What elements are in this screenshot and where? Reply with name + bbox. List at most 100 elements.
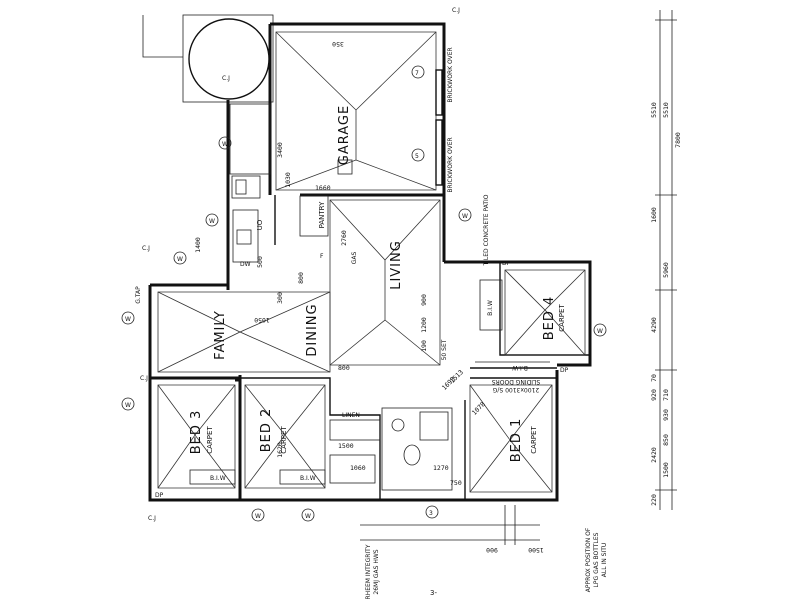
dim-1030: 1030: [284, 172, 292, 188]
dp-label-1: DP: [155, 492, 164, 499]
dim-1078: 1078: [470, 400, 487, 417]
dim-300: 300: [276, 292, 284, 304]
marker-w-1: W: [222, 141, 228, 148]
wall-markers: [121, 65, 607, 522]
marker-w-7: W: [305, 513, 311, 520]
room-bed4: BED 4: [542, 296, 557, 341]
gas-bottles-label-3: ALL IN SITU: [601, 543, 608, 578]
marker-w-4: W: [125, 316, 131, 323]
dim-1200: 1200: [420, 317, 428, 333]
cj-label-4: C.J: [148, 515, 156, 522]
page-mark: 3-: [430, 589, 437, 597]
dim-4290: 4290: [650, 317, 658, 333]
dim-1660: 1660: [315, 184, 331, 192]
dp-label-3: DP: [502, 260, 511, 267]
f-label: F: [320, 253, 324, 260]
dim-1400: 1400: [194, 237, 202, 253]
room-pantry: PANTRY: [318, 201, 326, 228]
marker-w-3: W: [177, 256, 183, 263]
gas-label: GAS: [351, 252, 358, 265]
room-living: LIVING: [389, 240, 404, 290]
room-bed3-carpet: CARPET: [206, 426, 214, 454]
dim-920: 920: [650, 389, 658, 401]
marker-w-8: W: [462, 213, 468, 220]
dim-900b: 900: [486, 546, 498, 554]
water-tank: [142, 14, 274, 103]
biw-bed3: B.I.W: [210, 475, 226, 482]
dim-1513: 1513: [448, 368, 465, 385]
dim-1620: 1620: [276, 442, 284, 458]
biw-bed4: B.I.W: [487, 300, 494, 316]
marker-w-9: W: [597, 328, 603, 335]
biw-sliding: B.I.W: [512, 364, 528, 371]
dim-1050: 1050: [254, 316, 270, 324]
rheem-label-2: 26MJ GAS HWS: [373, 549, 380, 594]
fifty-set-label: 50 SET: [441, 339, 448, 360]
dim-70: 70: [650, 374, 658, 382]
bathrooms: [329, 407, 453, 491]
dim-750: 750: [450, 479, 462, 487]
dim-190: 190: [420, 340, 428, 352]
gtap-label: G.TAP: [135, 286, 142, 304]
family-dining: [157, 291, 331, 373]
dim-1600: 1600: [650, 207, 658, 223]
brickwork-over-2: BRICKWORK OVER: [447, 137, 454, 192]
cj-label-3: C.J: [140, 375, 148, 382]
kitchen: [226, 100, 276, 290]
marker-w-5: W: [125, 402, 131, 409]
dim-7800: 7800: [674, 132, 682, 148]
biw-bed2: B.I.W: [300, 475, 316, 482]
dim-1060: 1060: [350, 464, 366, 472]
sliding-doors-size: 2100x3100 S/G: [492, 386, 539, 393]
gas-bottles-label-2: LPG GAS BOTTLES: [593, 532, 600, 587]
room-bed3: BED 3: [189, 410, 204, 455]
bedrooms: [150, 262, 590, 500]
dim-350: 350: [332, 40, 344, 48]
room-garage: GARAGE: [337, 105, 352, 165]
cj-label-2: C.J: [142, 245, 150, 252]
dim-800: 800: [297, 272, 305, 284]
marker-w-6: W: [255, 513, 261, 520]
cj-label-5: C.J: [452, 7, 460, 14]
room-bed2: BED 2: [259, 408, 274, 453]
dim-930: 930: [662, 409, 670, 421]
dp-label-2: DP: [560, 367, 569, 374]
tiled-patio: TILED CONCRETE PATIO: [483, 194, 490, 266]
dim-1500b: 1500: [528, 546, 544, 554]
dim-800b: 800: [338, 364, 350, 372]
dim-220: 220: [650, 494, 658, 506]
garage-outline: [268, 22, 446, 196]
dim-5510b: 5510: [662, 102, 670, 118]
room-bed1: BED 1: [509, 418, 524, 463]
dim-5510: 5510: [650, 102, 658, 118]
marker-3: 3: [429, 510, 433, 517]
dim-3400: 3400: [276, 142, 284, 158]
dim-2420: 2420: [650, 447, 658, 463]
brickwork-over-1: BRICKWORK OVER: [447, 47, 454, 102]
marker-5: 5: [415, 153, 419, 160]
room-bed4-carpet: CARPET: [558, 304, 566, 332]
dim-710: 710: [662, 389, 670, 401]
marker-7: 7: [415, 70, 419, 77]
marker-w-2: W: [209, 218, 215, 225]
dim-1500: 1500: [338, 442, 354, 450]
dim-900: 900: [420, 294, 428, 306]
gas-bottles-label: APPROX POSITION OF: [585, 527, 592, 592]
cj-label-1: C.J: [222, 75, 230, 82]
dimension-lines: [360, 10, 677, 545]
room-family: FAMILY: [213, 310, 228, 360]
dim-850: 850: [662, 434, 670, 446]
dim-5960: 5960: [662, 262, 670, 278]
dim-500: 500: [256, 256, 264, 268]
dim-1270: 1270: [433, 464, 449, 472]
rheem-label: RHEEM INTEGRITY: [365, 544, 372, 599]
dw-label: DW: [240, 261, 251, 268]
uo-label: UO: [256, 219, 264, 230]
dim-1500c: 1500: [662, 462, 670, 478]
sliding-doors-label: SLIDING DOORS: [492, 378, 541, 385]
room-bed2-carpet: CARPET: [280, 426, 288, 454]
room-linen: LINEN: [342, 412, 360, 419]
room-dining: DINING: [305, 303, 320, 356]
dim-2760: 2760: [340, 230, 348, 246]
